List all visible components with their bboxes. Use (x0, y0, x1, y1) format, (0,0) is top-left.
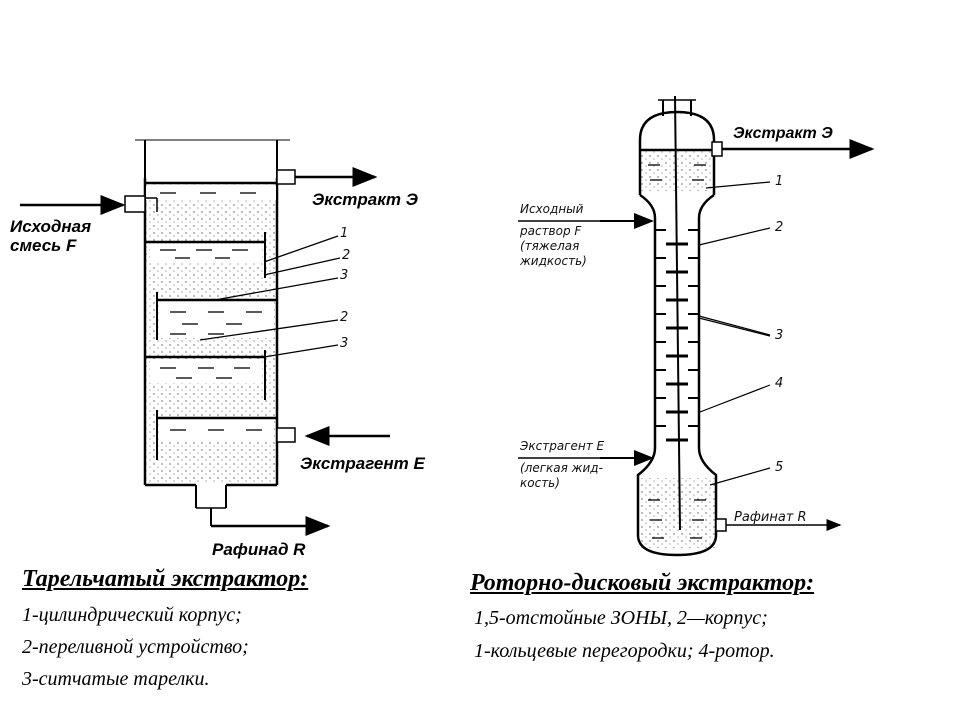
left-caption-line: 2-переливной устройство; (22, 636, 249, 658)
left-caption-line: 1-цилиндрический корпус; (22, 604, 242, 626)
callout-number: 2 (775, 220, 784, 235)
left-extract-label: Экстракт Э (312, 190, 418, 209)
callout-number: 5 (775, 460, 784, 475)
right-extract-label: Экстракт Э (733, 125, 833, 142)
left-raffinate-label: Рафинад R (212, 540, 306, 559)
callout-number: 2 (342, 248, 351, 263)
rotor-shaft (674, 95, 681, 531)
callout-number: 1 (340, 226, 349, 241)
right-feed-label: Исходный (520, 202, 584, 216)
plate-extractor (20, 139, 390, 536)
right-caption-line: 1-кольцевые перегородки; 4-ротор. (474, 640, 775, 662)
callout-number: 3 (775, 328, 784, 343)
callout-number: 2 (340, 310, 349, 325)
callout-number: 3 (340, 268, 349, 283)
right-extractant-label: (легкая жид- (520, 461, 603, 475)
rotary-disc-extractor (518, 95, 875, 557)
left-feed-label-line1: Исходная (10, 217, 92, 236)
right-feed-label: (тяжелая (520, 239, 580, 253)
right-caption-title: Роторно-дисковый экстрактор: (470, 570, 815, 596)
left-caption-title: Тарельчатый экстрактор: (22, 566, 309, 592)
left-feed-label-line2: смесь F (10, 236, 77, 255)
right-raffinate-label: Рафинат R (734, 510, 807, 525)
callout-number: 4 (775, 376, 784, 391)
callout-number: 3 (340, 336, 349, 351)
right-feed-label: жидкость) (520, 254, 587, 268)
left-caption-line: 3-ситчатые тарелки. (22, 668, 210, 690)
callout-number: 1 (775, 174, 784, 189)
right-feed-label: раствор F (520, 224, 582, 238)
right-extractant-label: Экстрагент E (520, 439, 605, 453)
left-extractant-label: Экстрагент E (300, 454, 425, 473)
right-extractant-label: кость) (520, 476, 560, 490)
right-caption-line: 1,5-отстойные ЗОНЫ, 2—корпус; (474, 607, 768, 629)
